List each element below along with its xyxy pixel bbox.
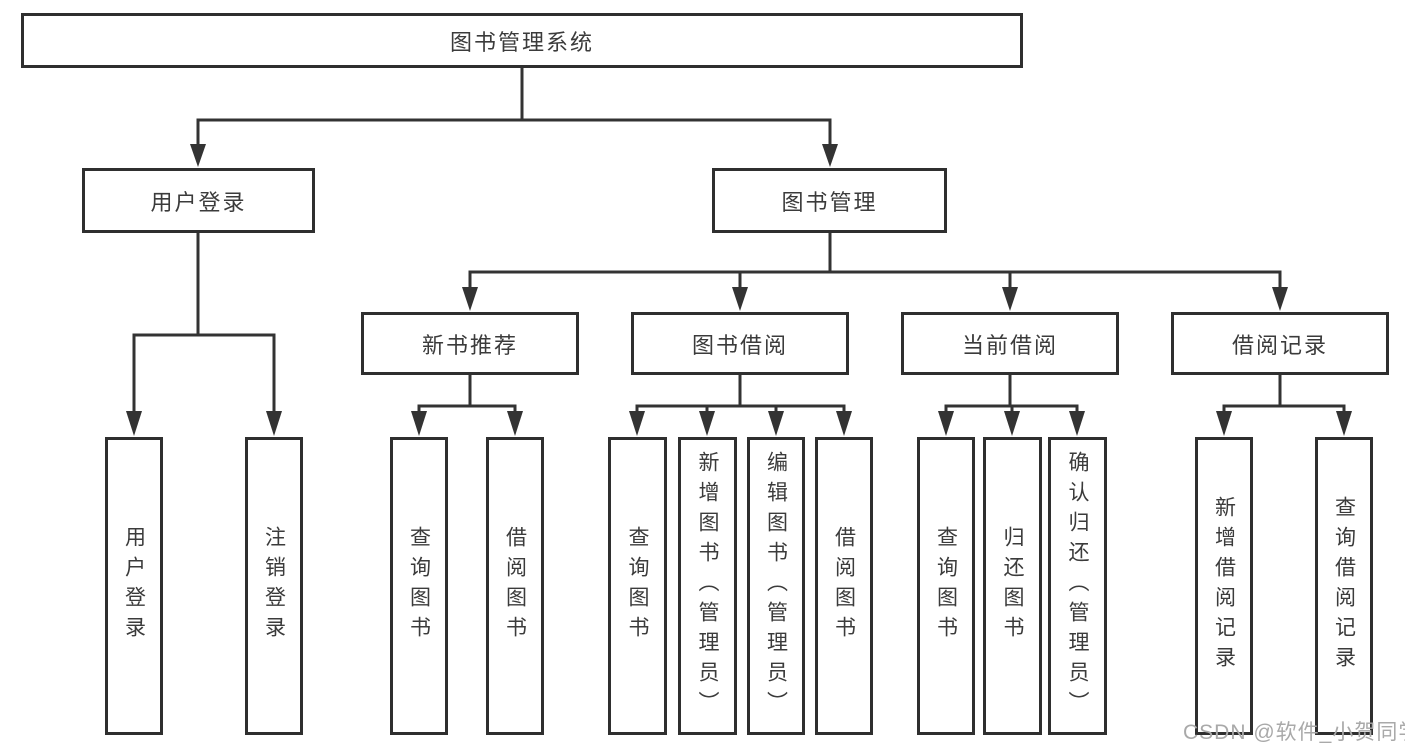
node-label: 查询图书 (626, 526, 649, 646)
node-label: 确认归还（管理员） (1066, 451, 1089, 721)
node-label: 借阅图书 (832, 526, 856, 646)
node-new-book-recommend: 新书推荐 (361, 312, 579, 375)
node-label: 图书借阅 (691, 332, 788, 358)
node-label: 用户登录 (122, 526, 146, 646)
leaf-user-login: 用户登录 (105, 437, 163, 735)
leaf-nb-borrow-books: 借阅图书 (486, 437, 544, 735)
node-book-borrowing: 图书借阅 (631, 312, 849, 375)
node-label: 新增图书（管理员） (696, 451, 719, 721)
node-label: 借阅记录 (1231, 332, 1328, 358)
leaf-bb-edit-books-admin: 编辑图书（管理员） (747, 437, 805, 735)
csdn-watermark: CSDN @软件_小贺同学 (1183, 721, 1405, 744)
node-label: 归还图书 (1001, 526, 1024, 646)
node-label: 图书管理系统 (449, 29, 594, 55)
node-label: 借阅图书 (503, 526, 527, 646)
node-borrow-records: 借阅记录 (1171, 312, 1389, 375)
node-label: 新书推荐 (421, 332, 518, 358)
leaf-br-query-record: 查询借阅记录 (1315, 437, 1373, 735)
leaf-br-add-record: 新增借阅记录 (1195, 437, 1253, 735)
node-label: 查询图书 (407, 526, 431, 646)
node-label: 查询图书 (934, 526, 958, 646)
leaf-cb-query-books: 查询图书 (917, 437, 975, 735)
leaf-logout: 注销登录 (245, 437, 303, 735)
node-current-borrowing: 当前借阅 (901, 312, 1119, 375)
leaf-nb-query-books: 查询图书 (390, 437, 448, 735)
leaf-bb-query-books: 查询图书 (608, 437, 667, 735)
node-root-system: 图书管理系统 (21, 13, 1023, 68)
node-label: 注销登录 (262, 526, 286, 646)
leaf-bb-add-books-admin: 新增图书（管理员） (678, 437, 737, 735)
leaf-cb-confirm-return-admin: 确认归还（管理员） (1048, 437, 1107, 735)
leaf-cb-return-books: 归还图书 (983, 437, 1042, 735)
node-label: 编辑图书（管理员） (764, 451, 788, 721)
node-user-login-branch: 用户登录 (82, 168, 315, 233)
leaf-bb-borrow-books: 借阅图书 (815, 437, 873, 735)
node-label: 用户登录 (150, 189, 247, 215)
node-label: 查询借阅记录 (1332, 496, 1356, 676)
node-book-management-branch: 图书管理 (712, 168, 947, 233)
node-label: 新增借阅记录 (1212, 496, 1236, 676)
node-label: 当前借阅 (961, 332, 1058, 358)
node-label: 图书管理 (781, 189, 878, 215)
